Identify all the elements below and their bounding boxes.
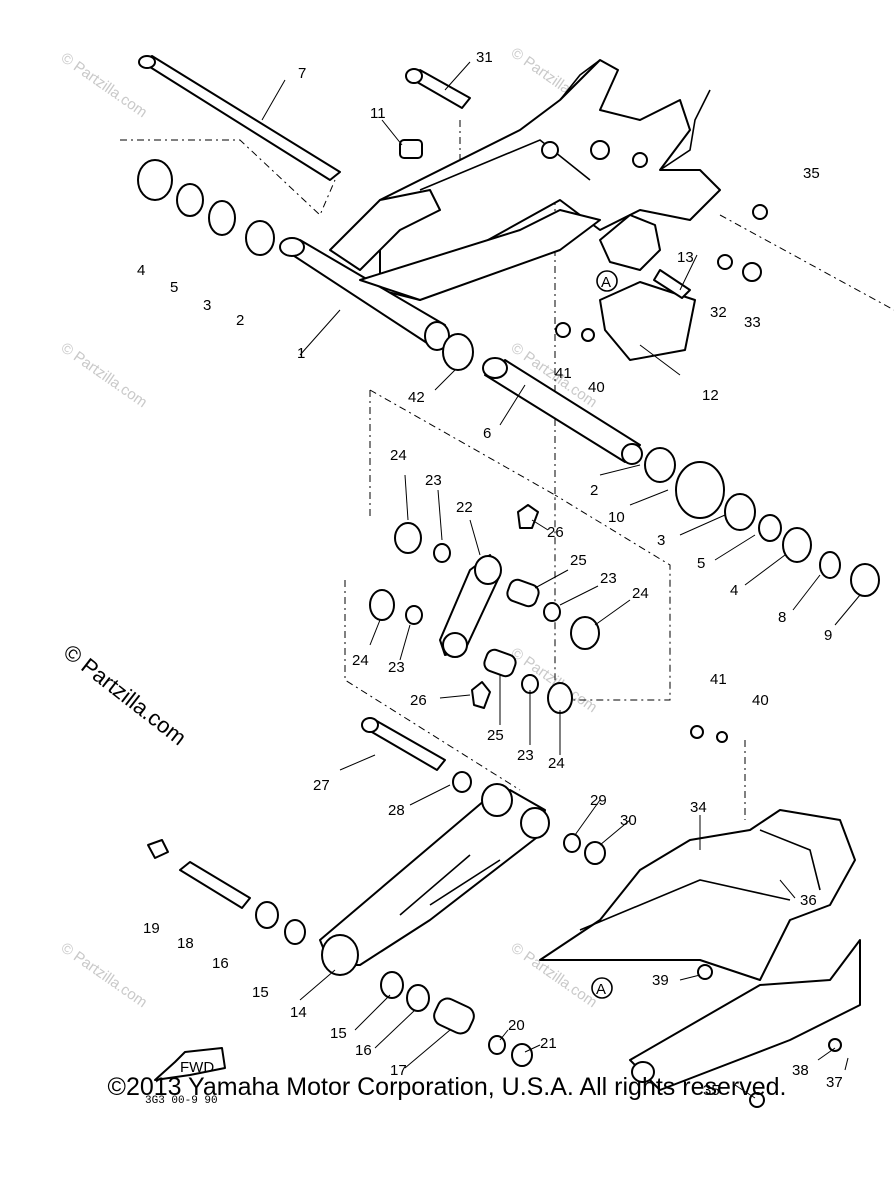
callout-3-right: 3	[657, 532, 665, 549]
callout-19: 19	[143, 920, 160, 937]
part-27-bolt	[361, 717, 446, 771]
callout-36: 36	[800, 892, 817, 909]
part-19-bolt	[147, 839, 306, 945]
callout-30: 30	[620, 812, 637, 829]
fwd-arrow: FWD	[154, 1047, 226, 1081]
callout-12: 12	[702, 387, 719, 404]
callout-2-right: 2	[590, 482, 598, 499]
callout-15-left: 15	[252, 984, 269, 1001]
callout-21: 21	[540, 1035, 557, 1052]
callout-27: 27	[313, 777, 330, 794]
part-42-ring	[442, 333, 474, 371]
callout-24-mid: 24	[632, 585, 649, 602]
leader-lines	[261, 61, 861, 1099]
callout-32: 32	[710, 304, 727, 321]
callout-13: 13	[677, 249, 694, 266]
fwd-label: FWD	[180, 1059, 214, 1076]
callout-40-top: 40	[588, 379, 605, 396]
callout-42: 42	[408, 389, 425, 406]
callout-6: 6	[483, 425, 491, 442]
diagram-code: 3G3 00-9 90	[145, 1095, 218, 1107]
callout-11: 11	[370, 105, 386, 122]
ref-marker-upper: A	[596, 270, 618, 292]
callout-10: 10	[608, 509, 625, 526]
callout-23-top: 23	[425, 472, 442, 489]
watermark-main: © Partzilla.com	[59, 639, 191, 750]
callout-24-top: 24	[390, 447, 407, 464]
callout-39: 39	[652, 972, 669, 989]
callout-25-lower: 25	[487, 727, 504, 744]
left-bearing-stack	[137, 159, 275, 256]
callout-33: 33	[744, 314, 761, 331]
callout-16-lower: 16	[355, 1042, 372, 1059]
callout-23-left: 23	[388, 659, 405, 676]
callout-17: 17	[390, 1062, 407, 1079]
part-6-pivot-shaft	[482, 357, 643, 465]
watermark-1: © Partzilla.com	[58, 49, 151, 121]
callout-38: 38	[792, 1062, 809, 1079]
callout-8: 8	[778, 609, 786, 626]
callout-2-left: 2	[236, 312, 244, 329]
callout-26-bottom: 26	[410, 692, 427, 709]
part-22-relay-arm	[369, 504, 600, 714]
part-34-bracket	[539, 204, 861, 1108]
svg-text:A: A	[601, 274, 611, 291]
callout-23-bottom: 23	[517, 747, 534, 764]
callout-35-top: 35	[803, 165, 820, 182]
callout-23-mid: 23	[600, 570, 617, 587]
callout-7: 7	[298, 65, 306, 82]
part-12-13-bracket	[555, 214, 762, 361]
callout-41-top: 41	[555, 365, 572, 382]
copyright-notice: ©2013 Yamaha Motor Corporation, U.S.A. A…	[107, 1073, 787, 1101]
svg-text:A: A	[596, 981, 606, 998]
callout-18: 18	[177, 935, 194, 952]
part-7-shaft	[138, 55, 341, 181]
callout-34: 34	[690, 799, 707, 816]
lower-bushing-stack	[380, 971, 533, 1067]
part-29-washer	[563, 833, 581, 853]
callout-5-right: 5	[697, 555, 705, 572]
part-1-swingarm	[279, 189, 601, 351]
callout-24-left: 24	[352, 652, 369, 669]
callout-4-left: 4	[137, 262, 145, 279]
callout-41-mid: 41	[710, 671, 727, 688]
callout-15-lower: 15	[330, 1025, 347, 1042]
callout-24-bottom: 24	[548, 755, 565, 772]
callout-16-left: 16	[212, 955, 229, 972]
part-30-nut	[584, 841, 606, 865]
callout-22: 22	[456, 499, 473, 516]
callout-5-left: 5	[170, 279, 178, 296]
part-11-nut	[399, 139, 423, 159]
callout-31: 31	[476, 49, 493, 66]
callout-4-right: 4	[730, 582, 738, 599]
callout-37: 37	[826, 1074, 843, 1091]
callout-35-bottom: 35	[703, 1082, 720, 1099]
part-28-washer	[452, 771, 472, 793]
callout-29: 29	[590, 792, 607, 809]
part-14-link	[319, 783, 550, 976]
callout-26-top: 26	[547, 524, 564, 541]
callout-9: 9	[824, 627, 832, 644]
callout-25-upper: 25	[570, 552, 587, 569]
part-31-bolt	[405, 68, 471, 109]
callout-40-mid: 40	[752, 692, 769, 709]
ref-marker-lower: A	[591, 977, 613, 999]
callout-labels: 7 31 11 35 4 5 3 2 1 13 32 33 41 40 12 4…	[137, 49, 843, 1099]
watermark-3: © Partzilla.com	[58, 339, 151, 411]
callout-1: 1	[297, 345, 305, 362]
callout-14: 14	[290, 1004, 307, 1021]
exploded-parts-diagram: © Partzilla.com © Partzilla.com © Partzi…	[58, 44, 894, 1108]
watermark-6: © Partzilla.com	[58, 939, 151, 1011]
callout-28: 28	[388, 802, 405, 819]
right-bearing-stack	[644, 447, 880, 597]
callout-3-left: 3	[203, 297, 211, 314]
callout-20: 20	[508, 1017, 525, 1034]
